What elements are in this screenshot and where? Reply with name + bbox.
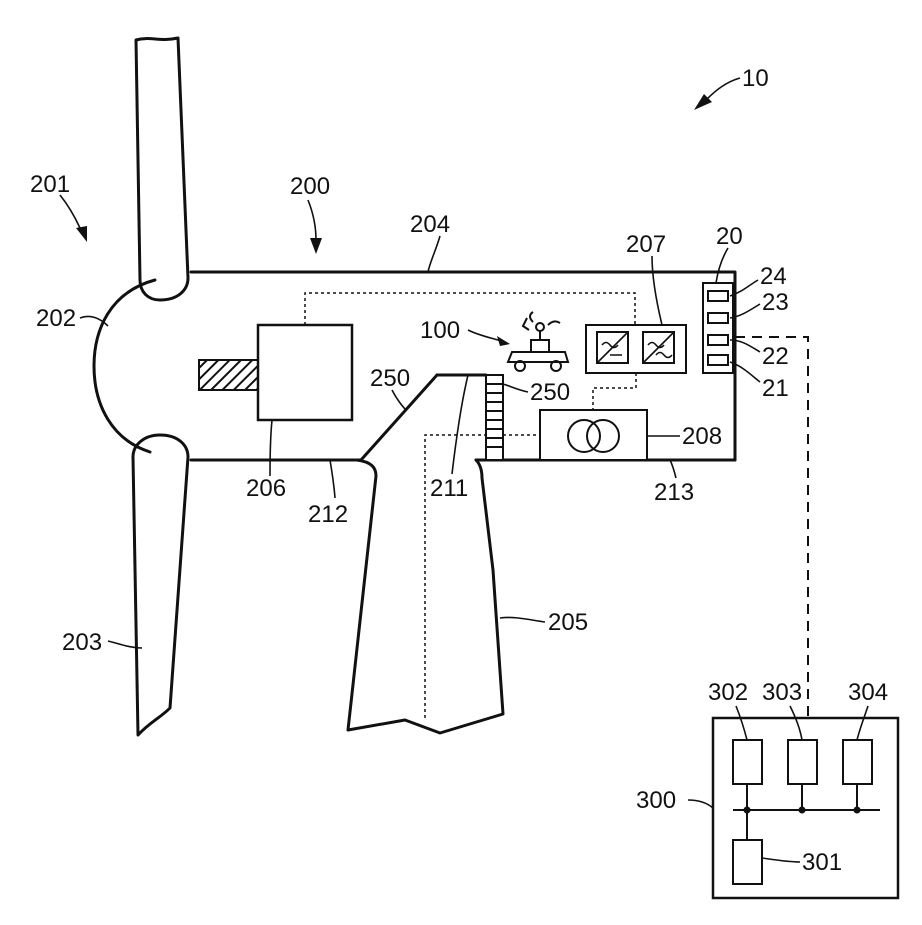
main-shaft — [199, 360, 258, 390]
blade-lower — [133, 435, 188, 735]
generator — [258, 325, 352, 420]
unit-304 — [843, 740, 872, 784]
label-20: 20 — [716, 223, 743, 250]
leader-250-ladder — [503, 384, 528, 392]
label-202: 202 — [36, 305, 76, 332]
leader-200 — [308, 200, 316, 240]
label-206: 206 — [246, 475, 286, 502]
label-304: 304 — [848, 679, 888, 706]
label-200: 200 — [290, 173, 330, 200]
module-22 — [708, 335, 728, 345]
bus-node-3 — [854, 807, 861, 814]
leader-250-ramp — [392, 390, 406, 410]
label-301: 301 — [802, 849, 842, 876]
label-250-ladder: 250 — [530, 379, 570, 406]
label-203: 203 — [62, 629, 102, 656]
leader-212 — [330, 460, 335, 498]
label-21: 21 — [762, 375, 789, 402]
label-24: 24 — [760, 263, 787, 290]
label-207: 207 — [626, 231, 666, 258]
label-22: 22 — [762, 343, 789, 370]
leader-206 — [270, 420, 272, 476]
unit-303 — [788, 740, 817, 784]
label-213: 213 — [654, 479, 694, 506]
leader-211 — [452, 375, 468, 474]
module-21 — [708, 355, 728, 365]
dotted-path-generator-converter — [305, 293, 635, 325]
label-250-ramp: 250 — [370, 365, 410, 392]
leader-20 — [716, 248, 728, 283]
label-302: 302 — [708, 679, 748, 706]
robot-arrowhead — [497, 336, 510, 346]
transformer — [540, 410, 647, 460]
processor — [733, 840, 762, 884]
leader-10 — [706, 78, 740, 100]
leader-300 — [688, 800, 713, 808]
label-23: 23 — [762, 289, 789, 316]
label-10: 10 — [742, 65, 769, 92]
module-23 — [708, 313, 728, 323]
robot — [508, 312, 568, 371]
leader-205 — [500, 617, 545, 622]
label-211: 211 — [430, 475, 468, 502]
dotted-path-converter-transformer — [593, 373, 636, 410]
bus-node-1 — [744, 807, 751, 814]
label-205: 205 — [548, 609, 588, 636]
label-204: 204 — [410, 211, 450, 238]
hub — [94, 280, 155, 452]
leader-213 — [670, 460, 676, 478]
label-212: 212 — [308, 501, 348, 528]
label-100: 100 — [420, 317, 460, 344]
arrowhead-200 — [310, 238, 322, 254]
blade-upper — [136, 38, 188, 300]
module-24 — [708, 291, 728, 301]
unit-302 — [733, 740, 762, 784]
bus-node-2 — [799, 807, 806, 814]
label-201: 201 — [30, 171, 70, 198]
label-303: 303 — [762, 679, 802, 706]
label-300: 300 — [636, 787, 676, 814]
leader-207 — [652, 256, 662, 325]
arrowhead-201 — [76, 226, 87, 242]
leader-201 — [60, 195, 80, 228]
leader-204 — [428, 236, 440, 272]
label-208: 208 — [682, 423, 722, 450]
